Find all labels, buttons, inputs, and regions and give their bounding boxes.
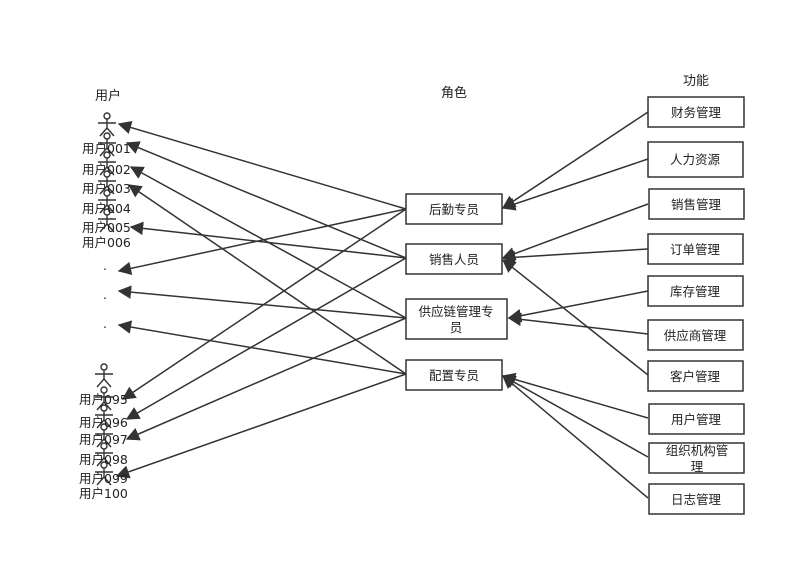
function-box-hr[interactable]: 人力资源 — [647, 141, 744, 178]
function-box-supplier[interactable]: 供应商管理 — [647, 319, 744, 351]
role-box-config[interactable]: 配置专员 — [405, 359, 503, 391]
function-label-line2: 理 — [691, 459, 704, 474]
edge-config-to-user099 — [115, 373, 407, 479]
edge-config-to-user004 — [127, 184, 407, 375]
function-label: 人力资源 — [670, 152, 721, 167]
ellipsis-dot: . — [103, 316, 107, 331]
role-label-line2: 员 — [450, 320, 463, 335]
roles-header: 角色 — [441, 85, 467, 101]
role-box-salesperson[interactable]: 销售人员 — [405, 243, 503, 275]
role-user-edges — [115, 120, 407, 479]
function-box-customer[interactable]: 客户管理 — [647, 360, 744, 392]
user-actor-icon[interactable] — [98, 112, 116, 137]
edge-org-to-config — [501, 375, 649, 458]
edge-supplychain-to-ellipsis — [117, 285, 407, 319]
edge-supplychain-to-user097 — [125, 317, 407, 441]
functions-header: 功能 — [683, 74, 709, 89]
edge-config-to-ellipsis — [117, 320, 407, 375]
bottom-user-actors — [95, 363, 113, 486]
function-label: 财务管理 — [671, 105, 722, 120]
edge-sales-to-salesperson — [501, 203, 649, 261]
edge-user-to-config — [501, 372, 649, 419]
function-box-order[interactable]: 订单管理 — [647, 233, 744, 265]
user-actor-icon[interactable] — [98, 189, 116, 214]
user-ellipsis: . . . — [103, 258, 107, 331]
function-box-user[interactable]: 用户管理 — [648, 403, 745, 435]
user-actor-icon[interactable] — [95, 404, 113, 429]
function-label: 客户管理 — [670, 369, 721, 384]
user-actor-icon[interactable] — [95, 461, 113, 486]
role-label-line1: 供应链管理专 — [418, 304, 493, 319]
function-boxes: 财务管理 人力资源 销售管理 订单管理 库存管理 供应商管理 客户管理 用户管 — [647, 96, 745, 515]
function-box-inventory[interactable]: 库存管理 — [647, 275, 744, 307]
bottom-user-labels: 用户095 用户096 用户097 用户098 用户099 用户100 — [79, 392, 128, 501]
user-label[interactable]: 用户098 — [79, 452, 128, 467]
role-label: 配置专员 — [429, 368, 479, 383]
user-actor-icon[interactable] — [95, 363, 113, 388]
ellipsis-dot: . — [103, 258, 107, 273]
user-actor-icon[interactable] — [98, 170, 116, 195]
user-actor-icon[interactable] — [98, 151, 116, 176]
edge-finance-to-logistics — [501, 111, 649, 209]
edge-log-to-config — [501, 375, 649, 499]
function-box-log[interactable]: 日志管理 — [648, 483, 745, 515]
user-actor-icon[interactable] — [95, 386, 113, 411]
ellipsis-dot: . — [103, 287, 107, 302]
edge-supplier-to-supplychain — [507, 312, 649, 335]
user-label[interactable]: 用户001 — [82, 141, 131, 156]
user-actor-icon[interactable] — [95, 423, 113, 448]
user-label[interactable]: 用户100 — [79, 486, 128, 501]
user-actor-icon[interactable] — [98, 208, 116, 233]
top-user-labels: 用户001 用户002 用户003 用户004 用户005 用户006 — [82, 141, 131, 250]
users-header: 用户 — [95, 88, 121, 104]
function-role-edges — [501, 111, 649, 499]
function-label: 销售管理 — [671, 197, 722, 212]
edge-hr-to-logistics — [501, 158, 649, 211]
role-box-supplychain[interactable]: 供应链管理专 员 — [405, 298, 508, 340]
role-label: 后勤专员 — [429, 202, 479, 217]
edge-customer-to-salesperson — [501, 259, 649, 376]
user-label[interactable]: 用户003 — [82, 181, 131, 196]
user-actor-icon[interactable] — [98, 132, 116, 157]
user-label[interactable]: 用户095 — [79, 392, 128, 407]
edge-salesperson-to-user096 — [125, 257, 407, 420]
user-label[interactable]: 用户099 — [79, 471, 128, 486]
user-label[interactable]: 用户096 — [79, 415, 128, 430]
user-label[interactable]: 用户005 — [82, 220, 131, 235]
function-box-finance[interactable]: 财务管理 — [647, 96, 745, 128]
function-box-sales[interactable]: 销售管理 — [648, 188, 745, 220]
role-box-logistics[interactable]: 后勤专员 — [405, 193, 503, 225]
role-label: 销售人员 — [429, 252, 479, 267]
function-label: 订单管理 — [670, 242, 721, 257]
edge-salesperson-to-user002 — [125, 141, 407, 259]
user-label[interactable]: 用户004 — [82, 201, 131, 216]
function-label: 日志管理 — [671, 492, 722, 507]
function-box-org[interactable]: 组织机构管 理 — [648, 442, 745, 474]
top-user-actors — [98, 112, 116, 233]
user-label[interactable]: 用户006 — [82, 235, 131, 250]
function-label: 用户管理 — [671, 412, 722, 427]
user-actor-icon[interactable] — [95, 442, 113, 467]
function-label: 供应商管理 — [664, 328, 727, 343]
function-label-line1: 组织机构管 — [666, 443, 729, 458]
function-label: 库存管理 — [670, 284, 721, 299]
edge-supplychain-to-user003 — [129, 166, 407, 319]
edge-logistics-to-user001 — [117, 120, 407, 210]
edge-order-to-salesperson — [501, 248, 649, 264]
user-label[interactable]: 用户097 — [79, 432, 128, 447]
role-boxes: 后勤专员 销售人员 供应链管理专 员 配置专员 — [405, 193, 508, 391]
edge-inventory-to-supplychain — [507, 290, 649, 323]
user-label[interactable]: 用户002 — [82, 162, 131, 177]
